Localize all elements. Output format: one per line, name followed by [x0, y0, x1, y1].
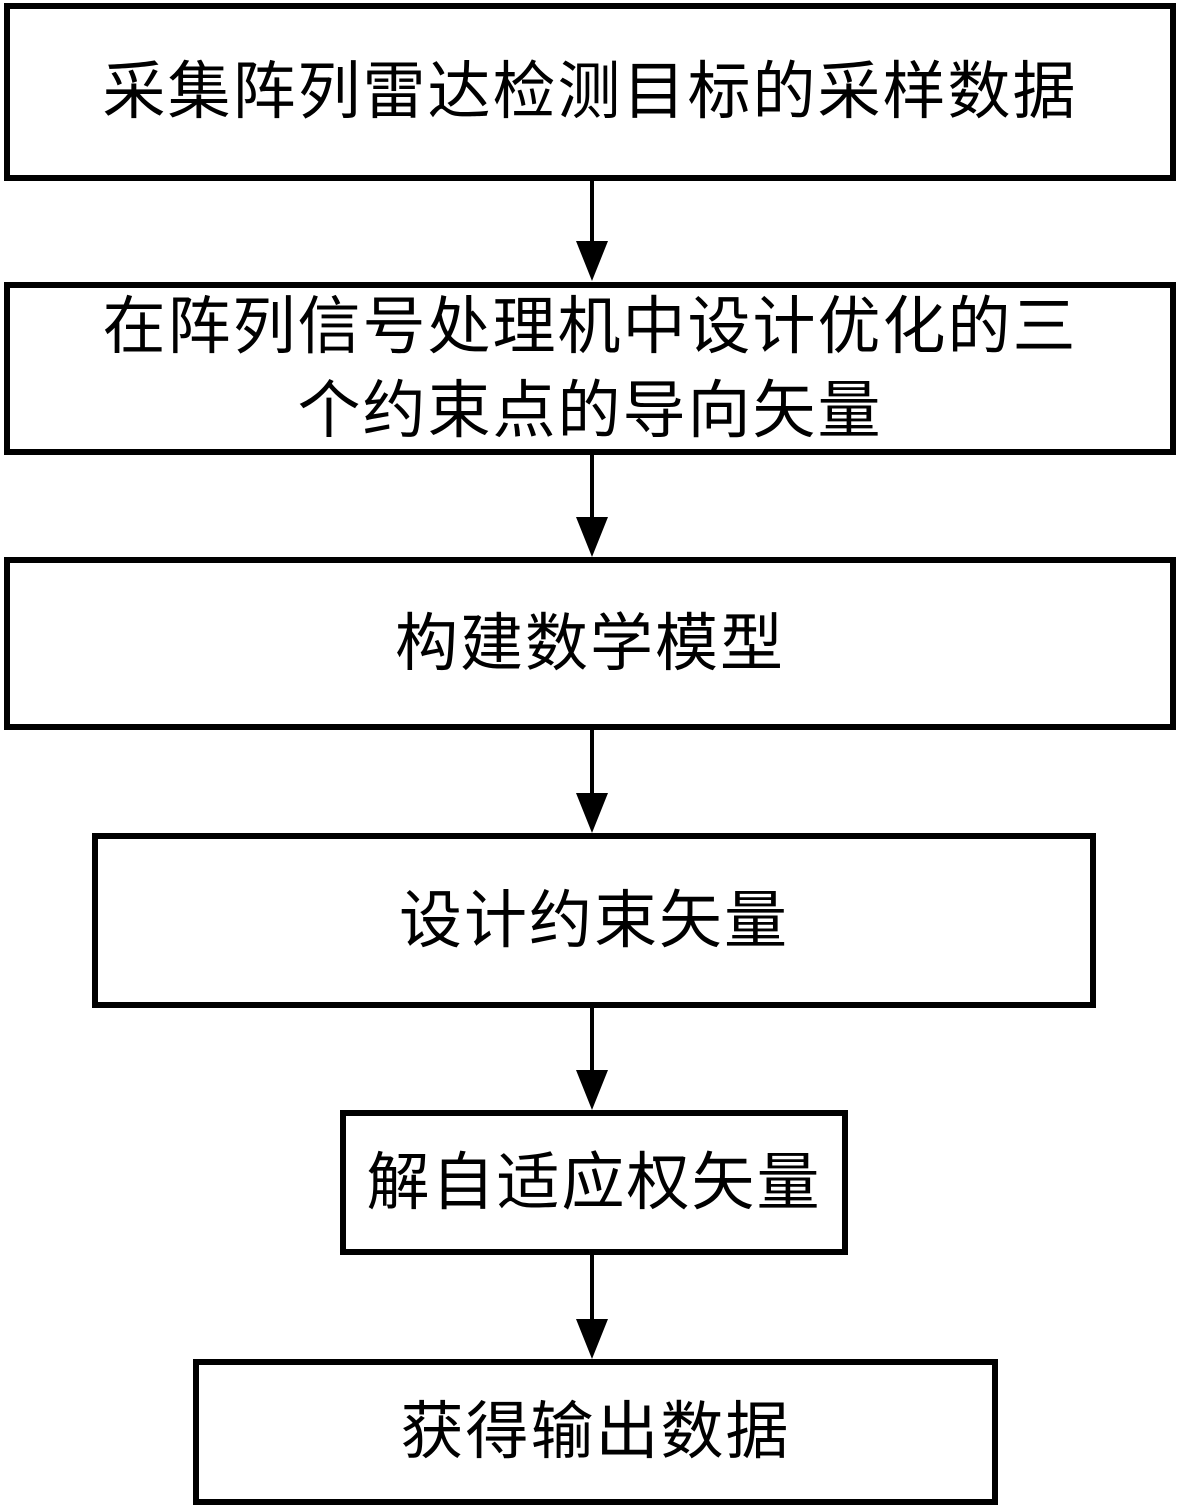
down-arrow-icon: [576, 455, 608, 557]
flow-step-3-label: 构建数学模型: [395, 606, 785, 680]
flow-step-5-solve-adaptive-weight-vector: 解自适应权矢量: [340, 1110, 848, 1255]
arrow-shaft: [590, 181, 594, 241]
arrow-head: [576, 1319, 608, 1359]
arrow-shaft: [590, 1255, 594, 1319]
arrow-head: [576, 793, 608, 833]
arrow-head: [576, 241, 608, 281]
arrow-head: [576, 517, 608, 557]
arrow-shaft: [590, 730, 594, 793]
down-arrow-icon: [576, 181, 608, 281]
arrow-shaft: [590, 1008, 594, 1070]
down-arrow-icon: [576, 1255, 608, 1359]
flow-step-4-label: 设计约束矢量: [399, 883, 789, 957]
flow-step-5-label: 解自适应权矢量: [366, 1145, 822, 1219]
flow-step-3-build-math-model: 构建数学模型: [4, 557, 1176, 730]
down-arrow-icon: [576, 1008, 608, 1110]
flow-step-4-design-constraint-vector: 设计约束矢量: [92, 833, 1096, 1008]
arrow-head: [576, 1070, 608, 1110]
flow-step-1-label: 采集阵列雷达检测目标的采样数据: [102, 55, 1078, 129]
arrow-shaft: [590, 455, 594, 517]
down-arrow-icon: [576, 730, 608, 833]
flow-step-2-design-steering-vectors: 在阵列信号处理机中设计优化的三 个约束点的导向矢量: [4, 282, 1176, 455]
flow-step-1-collect-sample-data: 采集阵列雷达检测目标的采样数据: [4, 3, 1176, 181]
flow-step-2-label-line1: 在阵列信号处理机中设计优化的三: [102, 289, 1078, 363]
flow-step-6-obtain-output-data: 获得输出数据: [193, 1359, 998, 1505]
flow-step-6-label: 获得输出数据: [400, 1395, 791, 1469]
flow-step-2-label-line2: 个约束点的导向矢量: [297, 373, 883, 447]
